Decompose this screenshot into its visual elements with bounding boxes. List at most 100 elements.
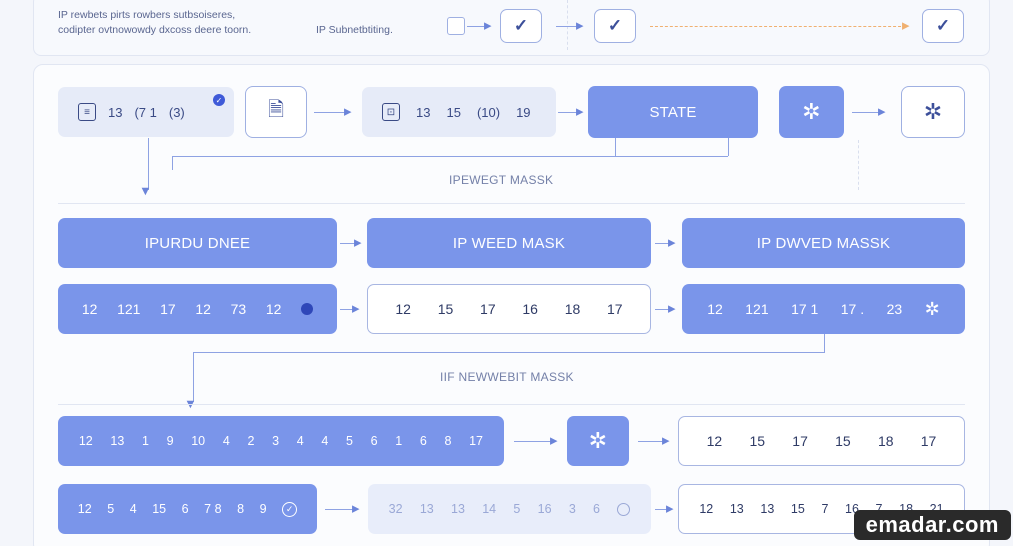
- network-icon: ✲: [923, 99, 943, 124]
- cell-value: 2: [247, 434, 255, 448]
- cell-value: 16: [537, 502, 552, 516]
- arrow-right-icon: ▸: [344, 103, 352, 120]
- mid-label-2: IIF NEWWEBIT MASSK: [440, 370, 574, 384]
- arrow-right-icon: ▸: [668, 300, 676, 317]
- header-node-1[interactable]: IPURDU DNEE: [58, 218, 337, 268]
- cell-value: 17 .: [840, 301, 865, 317]
- connector: [172, 156, 728, 157]
- arrow-right-icon: ▸: [878, 103, 886, 120]
- cell-value: 23: [886, 301, 903, 317]
- arrow-right-icon: ▸: [668, 234, 676, 251]
- value-row-e[interactable]: 32 13 13 14 5 16 3 6: [368, 484, 651, 534]
- value-row-long[interactable]: 12 13 1 9 10 4 2 3 4 4 5 6 1 6 8 17: [58, 416, 504, 466]
- arrow-right-icon: ▸: [550, 432, 558, 449]
- cell-value: 12: [707, 301, 723, 317]
- network-node[interactable]: ✲: [567, 416, 629, 466]
- dashed-connector: [650, 26, 906, 27]
- network-icon: ✲: [802, 99, 821, 124]
- cell-value: 3: [272, 434, 280, 448]
- document-button[interactable]: 🗎: [245, 86, 307, 138]
- cell-value: 5: [513, 502, 521, 516]
- network-node[interactable]: ✲: [779, 86, 844, 138]
- arrow-right-icon: ▸: [352, 300, 360, 317]
- cell-value: 7: [821, 502, 829, 516]
- cell-value: 12: [706, 433, 723, 449]
- cell-value: 9: [166, 434, 174, 448]
- cell-value: 17: [480, 301, 496, 317]
- arrow-right-icon: ▸: [484, 17, 492, 34]
- circle-icon: [617, 502, 631, 516]
- connector: [558, 112, 580, 113]
- mid-label-1: IPEWEGT MASSK: [449, 173, 554, 187]
- cell-value: 12: [78, 434, 93, 448]
- cell-value: 13: [760, 502, 775, 516]
- cell-value: 6: [181, 502, 189, 516]
- cell-value: 9: [259, 502, 267, 516]
- cell-value: 14: [482, 502, 497, 516]
- mid-value: (10): [476, 104, 501, 120]
- arrow-right-icon: ▸: [666, 500, 674, 517]
- source-value: (3): [168, 104, 185, 120]
- value-row-c[interactable]: 12 121 17 1 17 . 23 ✲: [682, 284, 965, 334]
- source-block[interactable]: ≡ 13 (7 1 (3): [58, 87, 234, 137]
- state-label: STATE: [649, 103, 697, 121]
- intro-line-2: codipter ovtnowowdy dxcoss deere toorn.: [58, 24, 252, 36]
- connector: [467, 26, 489, 27]
- header-label: IP DWVED MASSK: [756, 234, 891, 252]
- divider: [58, 203, 965, 204]
- check-box-3[interactable]: ✓: [922, 9, 964, 43]
- divider: [58, 404, 965, 405]
- cell-value: 15: [152, 502, 167, 516]
- cell-value: 15: [835, 433, 851, 449]
- list-icon: ≡: [78, 103, 96, 121]
- cell-value: 18: [564, 301, 581, 317]
- connector: [172, 156, 173, 170]
- arrow-right-icon: ▸: [576, 17, 584, 34]
- check-box-2[interactable]: ✓: [594, 9, 636, 43]
- cell-value: 15: [790, 502, 805, 516]
- mid-value: 13: [416, 104, 431, 120]
- cell-value: 13: [419, 502, 434, 516]
- mid-value: 15: [446, 104, 461, 120]
- document-icon: 🗎: [267, 99, 285, 121]
- connector: [655, 509, 669, 510]
- cell-value: 121: [117, 301, 141, 317]
- divider: [567, 0, 568, 50]
- check-box-1[interactable]: ✓: [500, 9, 542, 43]
- arrow-right-icon: ▸: [902, 17, 910, 34]
- cell-value: 17: [160, 301, 176, 317]
- header-node-2[interactable]: IP WEED MASK: [367, 218, 651, 268]
- watermark-logo: emadar.com: [853, 510, 1011, 540]
- connector: [852, 112, 882, 113]
- cell-value: 4: [222, 434, 230, 448]
- arrow-right-icon: ▸: [354, 234, 362, 251]
- cell-value: 17: [607, 301, 623, 317]
- header-node-3[interactable]: IP DWVED MASSK: [682, 218, 965, 268]
- cell-value: 15: [437, 301, 454, 317]
- value-row-d[interactable]: 12 5 4 15 6 7 8 8 9 ✓: [58, 484, 317, 534]
- cell-value: 12: [265, 301, 282, 317]
- cell-value: 13: [729, 502, 744, 516]
- check-circle-icon: ✓: [282, 501, 298, 517]
- cell-value: 4: [296, 434, 304, 448]
- mid-block[interactable]: ⊡ 13 15 (10) 19: [362, 87, 556, 137]
- state-node[interactable]: STATE: [588, 86, 758, 138]
- cell-value: 5: [107, 502, 115, 516]
- cell-value: 8: [444, 434, 452, 448]
- cell-value: 17: [920, 433, 937, 449]
- connector: [193, 352, 825, 353]
- arrow-down-icon: ▸: [137, 187, 155, 196]
- connector: [340, 309, 356, 310]
- connector: [325, 509, 357, 510]
- source-value: 13: [108, 104, 123, 120]
- value-row-a[interactable]: 12 121 17 12 73 12: [58, 284, 337, 334]
- value-row-result[interactable]: 12 15 17 15 18 17: [678, 416, 965, 466]
- check-icon: ✓: [935, 16, 951, 35]
- connector: [638, 441, 666, 442]
- value-row-b[interactable]: 12 15 17 16 18 17: [367, 284, 651, 334]
- network-output[interactable]: ✲: [901, 86, 965, 138]
- cell-value: 6: [593, 502, 600, 516]
- cell-value: 12: [395, 301, 411, 317]
- header-label: IP WEED MASK: [452, 234, 566, 252]
- empty-checkbox[interactable]: [447, 17, 465, 35]
